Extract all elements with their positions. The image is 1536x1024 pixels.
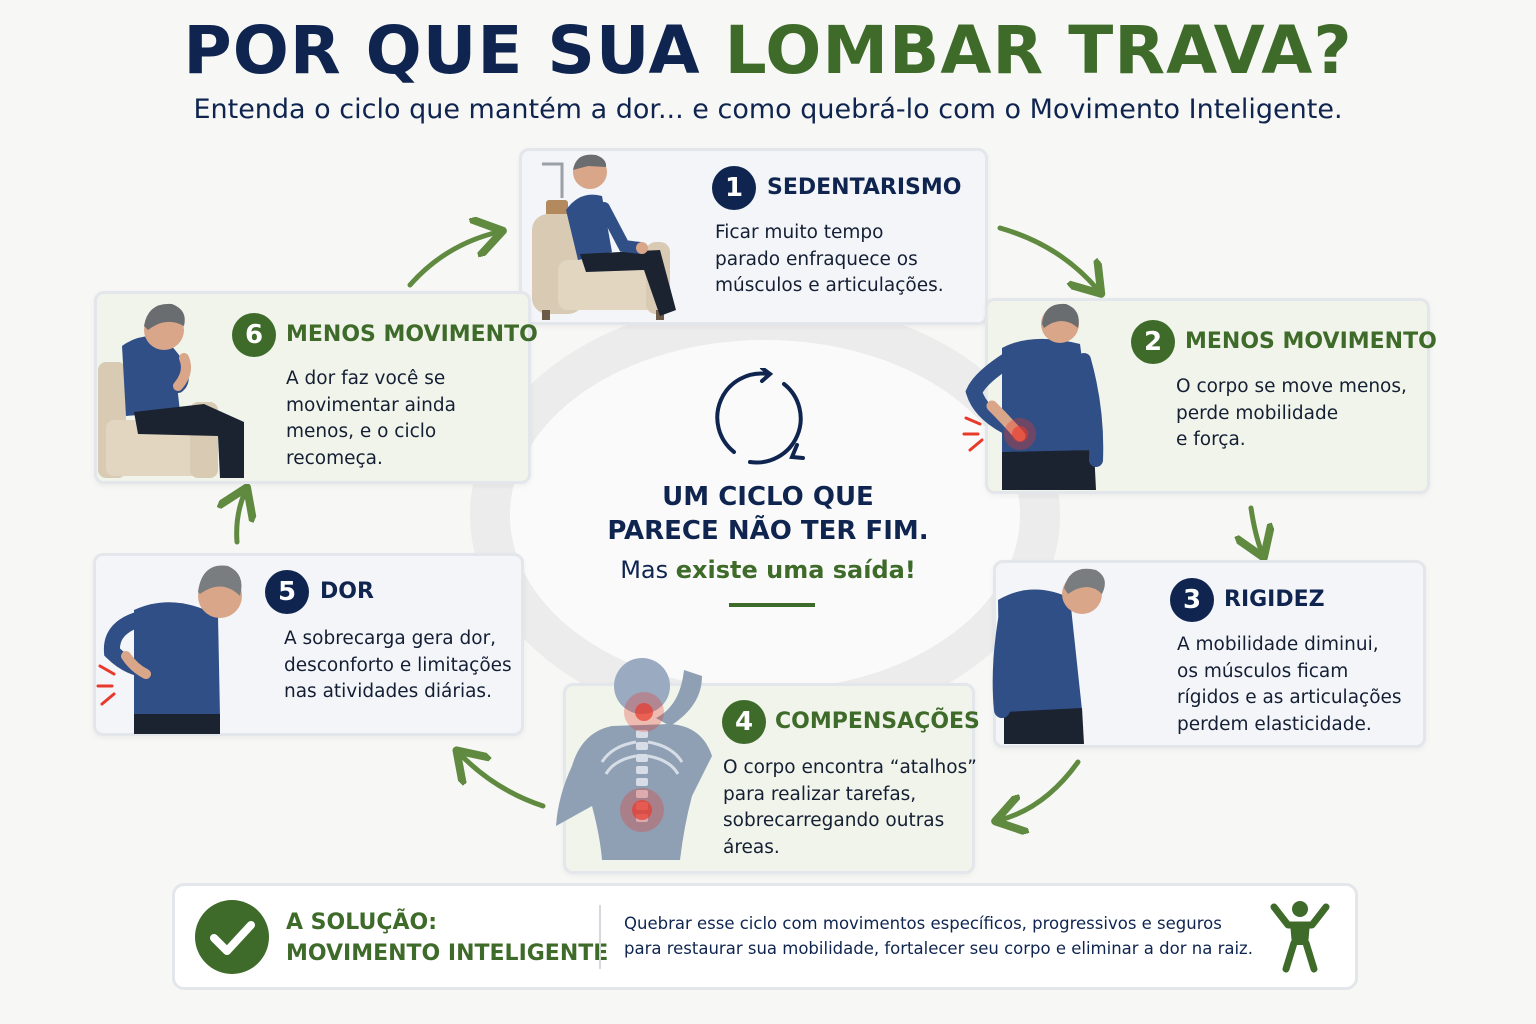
solution-text-line1: Quebrar esse ciclo com movimentos especí…: [624, 914, 1222, 933]
step-4-number: 4: [722, 700, 766, 744]
arrow-4-to-5: [460, 754, 546, 809]
step-3-line: A mobilidade diminui,: [1177, 634, 1379, 655]
solution-title-line2: MOVIMENTO INTELIGENTE: [286, 941, 609, 966]
step-6-line: movimentar ainda: [286, 394, 456, 416]
step-4-heading: COMPENSAÇÕES: [775, 709, 980, 734]
step-5-description: A sobrecarga gera dor, desconforto e lim…: [284, 626, 512, 706]
step-1-description: Ficar muito tempo parado enfraquece os m…: [715, 220, 944, 300]
arrow-3-to-4: [1000, 759, 1081, 820]
page-subtitle: Entenda o ciclo que mantém a dor... e co…: [193, 94, 1343, 125]
step-1-line: Ficar muito tempo: [715, 222, 884, 243]
step-3-number: 3: [1170, 578, 1214, 622]
step-4-line: áreas.: [723, 836, 780, 858]
step-3-line: rígidos e as articulações: [1177, 687, 1402, 708]
person-arms-up-icon: [1270, 901, 1330, 973]
step-3-description: A mobilidade diminui, os músculos ficam …: [1177, 632, 1402, 738]
step-3-line: perdem elasticidade.: [1177, 713, 1372, 735]
step-5-line: desconforto e limitações: [284, 654, 512, 676]
step-1-line: parado enfraquece os: [715, 248, 918, 270]
page-title: POR QUE SUA LOMBAR TRAVA?: [0, 12, 1536, 89]
solution-title-line1: A SOLUÇÃO:: [286, 910, 438, 935]
center-line3b: existe uma saída!: [675, 556, 916, 584]
step-1-line: músculos e articulações.: [715, 275, 944, 296]
step-6-heading: MENOS MOVIMENTO: [286, 322, 538, 347]
step-5-line: A sobrecarga gera dor,: [284, 628, 497, 649]
step-6-line: menos, e o ciclo: [286, 421, 437, 442]
step-6-line: A dor faz você se: [286, 368, 446, 389]
step-6-number: 6: [232, 313, 276, 357]
man-sitting-thinking-icon: [98, 303, 244, 478]
step-2-heading: MENOS MOVIMENTO: [1185, 329, 1437, 354]
arrow-1-to-2: [997, 225, 1098, 290]
step-6-description: A dor faz você se movimentar ainda menos…: [286, 366, 456, 472]
cycle-arrow-icon: [715, 368, 805, 465]
center-line3a: Mas: [620, 556, 676, 584]
title-part1: POR QUE SUA: [183, 12, 725, 89]
step-4-line: sobrecarregando outras: [723, 810, 945, 831]
spine-anatomy-icon: [556, 658, 712, 860]
man-sitting-armchair-icon: [532, 154, 676, 320]
step-3-heading: RIGIDEZ: [1224, 587, 1325, 612]
man-back-pain-icon: [96, 565, 242, 734]
check-circle-icon: [195, 900, 269, 974]
title-part2: LOMBAR TRAVA?: [724, 12, 1353, 89]
center-divider: [729, 603, 815, 607]
solution-box: [172, 883, 1358, 990]
step-2-line: e força.: [1176, 429, 1246, 450]
step-2-line: O corpo se move menos,: [1176, 376, 1407, 397]
step-2-number: 2: [1131, 320, 1175, 364]
step-2-description: O corpo se move menos, perde mobilidade …: [1176, 374, 1407, 454]
step-5-heading: DOR: [320, 579, 374, 604]
solution-text-line2: para restaurar sua mobilidade, fortalece…: [624, 939, 1253, 958]
step-5-line: nas atividades diárias.: [284, 681, 492, 702]
step-1-heading: SEDENTARISMO: [767, 175, 962, 200]
arrow-6-to-1: [407, 232, 498, 288]
step-1-number: 1: [712, 166, 756, 210]
man-holding-lower-back-icon: [962, 303, 1104, 490]
cycle-ring-center: [510, 340, 1020, 690]
center-line3: Mas existe uma saída!: [560, 556, 976, 584]
step-2-line: perde mobilidade: [1176, 402, 1339, 424]
arrow-2-to-3: [1251, 505, 1262, 553]
step-4-description: O corpo encontra “atalhos” para realizar…: [723, 755, 977, 861]
man-stiff-bending-icon: [992, 568, 1105, 744]
center-line2: PARECE NÃO TER FIM.: [607, 516, 929, 546]
step-6-line: recomeça.: [286, 447, 383, 469]
step-4-line: para realizar tarefas,: [723, 783, 917, 805]
step-4-line: O corpo encontra “atalhos”: [723, 757, 977, 778]
step-5-number: 5: [265, 570, 309, 614]
step-3-line: os músculos ficam: [1177, 660, 1349, 682]
arrow-5-to-6: [237, 492, 245, 545]
solution-divider: [599, 905, 601, 969]
center-line1: UM CICLO QUE: [662, 482, 874, 512]
